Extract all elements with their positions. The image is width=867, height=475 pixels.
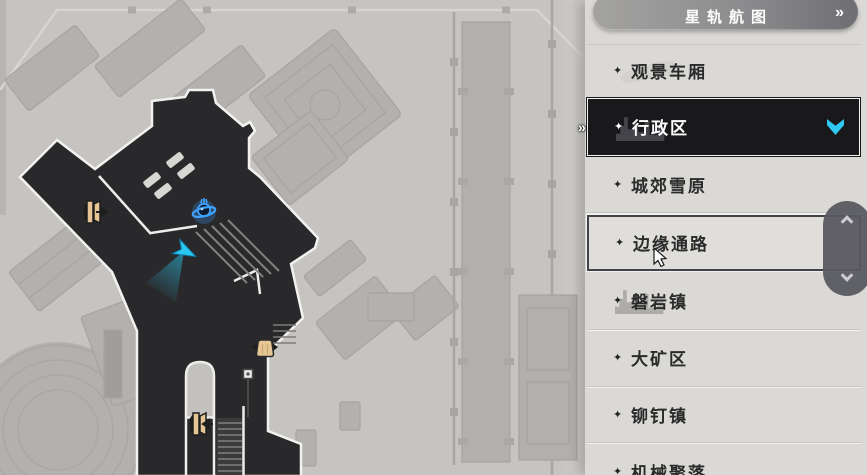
sidebar-item-label: 行政区 bbox=[632, 119, 689, 138]
sidebar-item-label: 机械聚落 bbox=[631, 463, 707, 475]
lamp-marker-icon bbox=[242, 368, 254, 417]
chevron-down-icon[interactable] bbox=[838, 263, 856, 282]
sidebar-item-rivet-town[interactable]: ✦ 铆钉镇 bbox=[587, 387, 861, 443]
sidebar-item-label: 观景车厢 bbox=[631, 63, 707, 82]
map-title-bar[interactable]: 星轨航图 » bbox=[593, 0, 858, 30]
diamond-bullet-icon: ✦ bbox=[613, 465, 623, 475]
exit-door-icon[interactable] bbox=[84, 199, 109, 225]
sidebar-item-label: 边缘通路 bbox=[633, 235, 709, 254]
diamond-bullet-icon: ✦ bbox=[613, 178, 623, 191]
chevron-down-icon[interactable] bbox=[827, 119, 844, 135]
diamond-bullet-icon: ✦ bbox=[613, 294, 623, 307]
sidebar-item-observation-car[interactable]: ✦ 观景车厢 bbox=[587, 44, 861, 98]
region-sidebar: 星轨航图 » ✦ 观景车厢 » ✦ 行政区 ✦ 城郊雪原 ✦ 边缘通路 bbox=[578, 0, 867, 475]
chevron-up-icon[interactable] bbox=[838, 215, 856, 233]
district-map bbox=[0, 0, 585, 475]
sidebar-item-label: 铆钉镇 bbox=[631, 406, 688, 426]
page-title: 星轨航图 bbox=[684, 9, 773, 26]
sidebar-item-edge-passage[interactable]: ✦ 边缘通路 bbox=[586, 214, 862, 272]
stairs-hatching bbox=[195, 219, 280, 284]
sidebar-item-great-mine[interactable]: ✦ 大矿区 bbox=[587, 330, 861, 387]
selected-marker-icon: » bbox=[578, 119, 586, 135]
double-chevron-right-icon[interactable]: » bbox=[835, 4, 844, 21]
sidebar-item-snow-plains[interactable]: ✦ 城郊雪原 bbox=[587, 157, 861, 213]
exit-door-icon[interactable] bbox=[190, 411, 213, 437]
diamond-bullet-icon: ✦ bbox=[615, 236, 625, 249]
sidebar-item-boulder-town[interactable]: ✦ 磐岩镇 bbox=[587, 272, 861, 330]
view-cone bbox=[146, 251, 184, 302]
sidebar-scrollbar[interactable] bbox=[823, 201, 867, 296]
arch-corridor bbox=[184, 360, 245, 475]
diamond-bullet-icon: ✦ bbox=[613, 351, 623, 364]
side-steps bbox=[273, 324, 296, 344]
mouse-cursor bbox=[653, 247, 668, 268]
map-canvas[interactable] bbox=[0, 0, 585, 475]
diamond-bullet-icon: ✦ bbox=[614, 120, 624, 133]
diamond-bullet-icon: ✦ bbox=[613, 408, 623, 421]
player-marker-icon bbox=[170, 237, 197, 258]
space-anchor-icon[interactable] bbox=[191, 198, 217, 224]
sidebar-item-label: 大矿区 bbox=[631, 350, 688, 369]
sidebar-item-robot-settlement[interactable]: ✦ 机械聚落 bbox=[587, 443, 861, 475]
diamond-bullet-icon: ✦ bbox=[613, 64, 623, 77]
hall-benches bbox=[143, 152, 195, 199]
sidebar-item-label: 城郊雪原 bbox=[631, 176, 707, 196]
sidebar-item-label: 磐岩镇 bbox=[631, 292, 688, 312]
shop-bag-icon[interactable] bbox=[252, 336, 278, 358]
sidebar-item-administrative-district[interactable]: » ✦ 行政区 bbox=[578, 98, 860, 156]
map-boundary bbox=[0, 6, 584, 91]
